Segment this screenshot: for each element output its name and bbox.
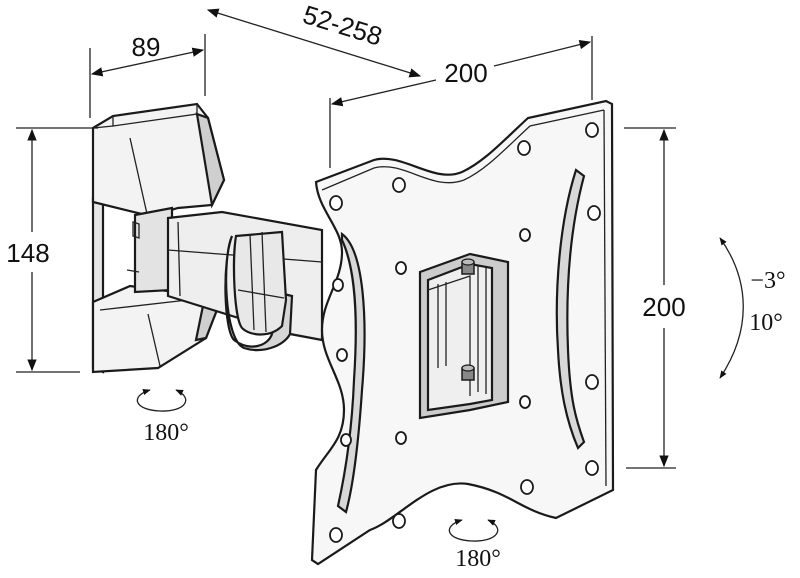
wall-bracket [91, 102, 226, 374]
wall-swivel-label: 180° [143, 420, 189, 446]
bolt-top [461, 258, 475, 275]
rotation-arrow-icon [136, 389, 187, 412]
bracket-height-label: 148 [6, 238, 49, 268]
tilt-up-label: −3° [750, 268, 785, 294]
vesa-plate [310, 99, 615, 566]
mounting-holes [329, 122, 601, 543]
plate-width-label: 200 [444, 58, 487, 88]
right-slot [555, 168, 586, 450]
tilt-arrow-icon [719, 237, 744, 379]
plate-swivel-label: 180° [455, 546, 501, 572]
tilt-bracket [418, 252, 510, 420]
left-slot [336, 231, 366, 514]
depth-dimension-label: 89 [132, 32, 161, 62]
extension-dimension-label: 52-258 [300, 0, 386, 52]
rotation-arrow-icon [448, 519, 499, 542]
bolt-bottom [461, 364, 475, 381]
plate-height-label: 200 [642, 292, 685, 322]
tilt-down-label: 10° [749, 310, 783, 336]
dimension-lines [16, 8, 676, 469]
swing-arm [166, 210, 324, 352]
